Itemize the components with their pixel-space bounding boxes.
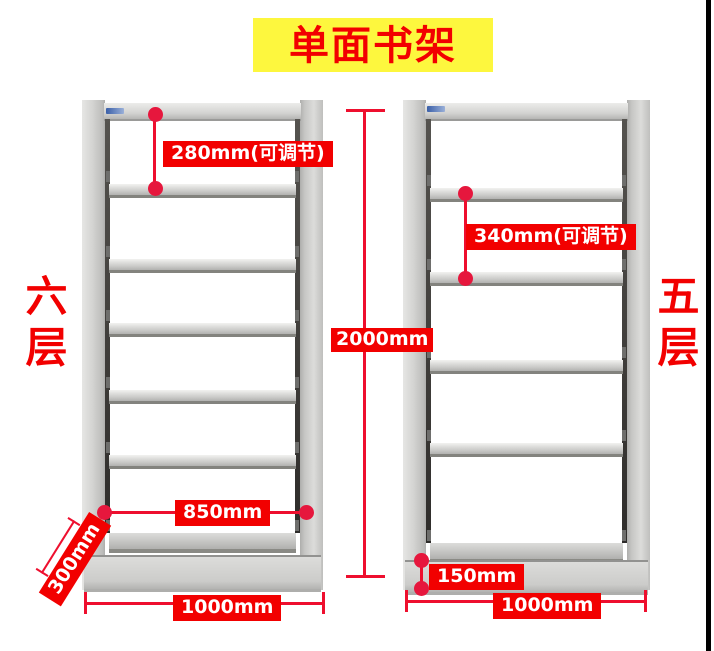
dim-dot — [97, 505, 112, 520]
shelf-base — [84, 555, 321, 592]
shelf-right-post — [300, 100, 323, 590]
dim-tick — [322, 592, 325, 614]
right-border-strip — [706, 0, 711, 651]
dim-dot — [414, 581, 429, 596]
shelf-top-rail — [425, 103, 628, 121]
dim-label-2000: 2000mm — [331, 328, 434, 352]
page-title: 单面书架 — [253, 18, 493, 72]
dim-dot — [299, 505, 314, 520]
dim-label-340: 340mm(可调节) — [466, 224, 636, 250]
dim-dot — [414, 553, 429, 568]
brand-logo — [427, 106, 445, 112]
dim-label-150: 150mm — [429, 564, 525, 590]
tier-label-five: 五层 — [651, 274, 700, 376]
shelf-board — [106, 310, 299, 337]
dim-tick — [346, 109, 385, 112]
dim-tick — [84, 592, 87, 614]
shelf-board — [106, 246, 299, 273]
shelf-board — [427, 347, 626, 374]
shelf-inner-shadow — [295, 119, 300, 533]
dim-label-1000-right: 1000mm — [493, 593, 602, 619]
shelf-right-post — [627, 100, 650, 590]
brand-logo — [106, 108, 124, 114]
dim-dot — [148, 107, 163, 122]
dim-line-340 — [464, 194, 467, 278]
shelf-bottom-board — [106, 520, 299, 553]
shelf-board — [427, 259, 626, 286]
shelf-inner-shadow — [105, 119, 110, 533]
bookshelf-five-tier — [403, 100, 650, 595]
bookshelf-six-tier — [82, 100, 323, 592]
shelf-left-post — [82, 100, 105, 590]
shelf-top-rail — [104, 103, 301, 121]
dim-line-280 — [153, 114, 156, 189]
shelf-board — [106, 377, 299, 404]
dim-label-1000-left: 1000mm — [173, 595, 282, 621]
shelf-board — [106, 442, 299, 469]
dim-line-150 — [420, 560, 423, 588]
shelf-board — [427, 175, 626, 202]
dim-dot — [148, 181, 163, 196]
dim-dot — [458, 271, 473, 286]
dim-label-850: 850mm — [175, 500, 271, 526]
shelf-board — [106, 171, 299, 198]
shelf-inner-shadow — [622, 119, 627, 543]
shelf-board — [427, 430, 626, 457]
dim-label-280: 280mm(可调节) — [163, 141, 333, 167]
dim-tick — [405, 590, 408, 612]
dim-tick — [644, 590, 647, 612]
dim-tick — [346, 575, 385, 578]
tier-label-six: 六层 — [19, 274, 68, 376]
dim-dot — [458, 186, 473, 201]
